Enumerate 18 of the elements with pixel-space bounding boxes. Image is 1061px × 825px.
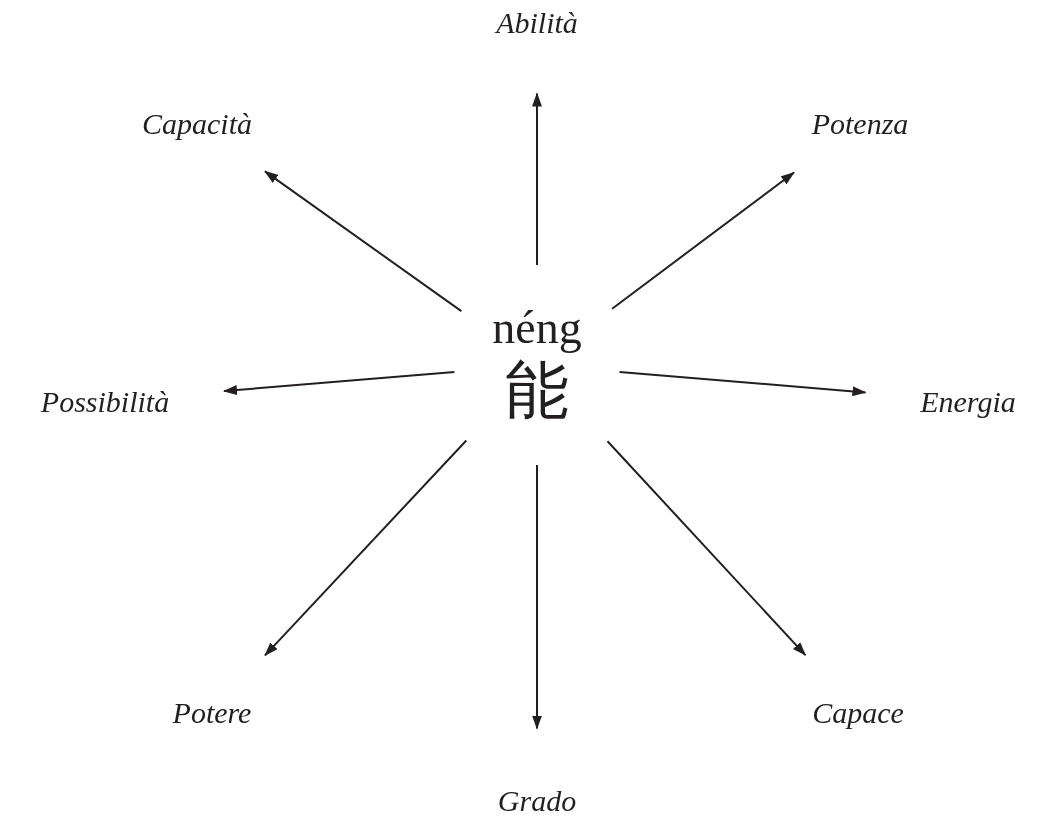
arrow	[532, 464, 542, 730]
pinyin-text: néng	[492, 302, 582, 354]
word-label: Energia	[920, 384, 1016, 418]
character-text: 能	[505, 353, 569, 428]
arrow	[606, 440, 807, 657]
word-label: Potenza	[811, 106, 909, 140]
arrow	[532, 92, 542, 266]
word-label: Capacità	[142, 106, 252, 140]
arrow	[264, 439, 468, 657]
word-label: Grado	[497, 783, 577, 817]
arrow	[223, 370, 456, 395]
arrow	[618, 370, 867, 397]
arrow	[611, 171, 795, 310]
arrow	[264, 170, 463, 313]
word-label: Possibilità	[40, 384, 170, 418]
word-label: Abilità	[496, 5, 578, 39]
word-label: Potere	[172, 695, 252, 729]
word-label: Capace	[812, 695, 904, 729]
